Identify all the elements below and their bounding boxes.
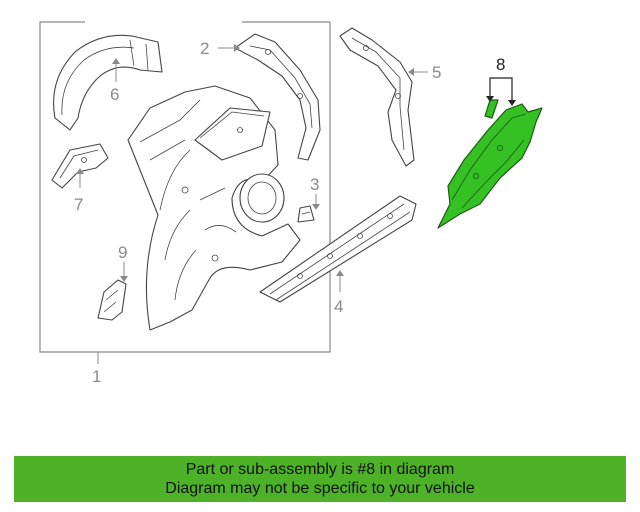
- label-9: 9: [118, 243, 127, 262]
- label-5: 5: [432, 63, 441, 82]
- part-7-bracket[interactable]: [51, 143, 109, 189]
- label-4: 4: [334, 297, 343, 316]
- part-5-pillar-extension[interactable]: [339, 27, 415, 167]
- part-1-quarter-inner-panel[interactable]: [127, 85, 301, 331]
- label-1: 1: [92, 367, 101, 386]
- label-2: 2: [200, 39, 209, 58]
- label-7: 7: [74, 195, 83, 214]
- part-6-wheelhouse-liner[interactable]: [53, 34, 163, 131]
- part-2-reinforcement[interactable]: [234, 33, 321, 161]
- assembly-outline: [39, 21, 331, 353]
- label-8: 8: [496, 55, 505, 74]
- part-9-panel[interactable]: [97, 279, 127, 321]
- part-8-highlighted-reinforcement[interactable]: [437, 99, 543, 229]
- part-3-clip[interactable]: [297, 205, 315, 223]
- info-banner: Part or sub-assembly is #8 in diagram Di…: [14, 456, 626, 502]
- part-4-side-rail[interactable]: [259, 195, 417, 303]
- parts-diagram: 1 6 7 9: [39, 21, 543, 386]
- label-6: 6: [110, 85, 119, 104]
- label-3: 3: [310, 175, 319, 194]
- banner-line-2: Diagram may not be specific to your vehi…: [165, 480, 475, 497]
- banner-line-1: Part or sub-assembly is #8 in diagram: [185, 461, 455, 478]
